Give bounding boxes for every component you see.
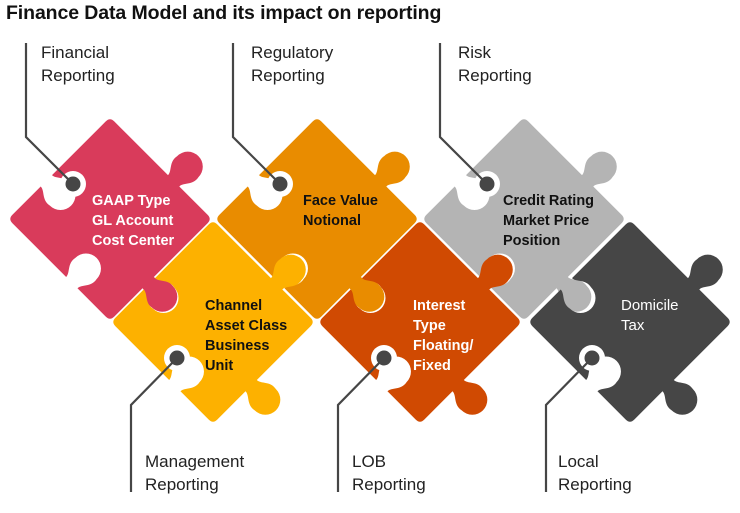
lob-connector-dot [376,350,392,366]
financial-puzzle-piece [10,119,210,319]
regulatory-puzzle-piece [217,119,417,319]
local-puzzle-piece [530,222,730,422]
regulatory-connector-line [231,43,281,185]
risk-puzzle-piece [424,119,624,319]
financial-connector-dot [65,176,81,192]
management-connector-line [129,357,178,492]
local-connector-line [544,357,593,492]
diagram-title: Finance Data Model and its impact on rep… [6,2,442,24]
lob-connector-line [336,357,385,492]
risk-connector-line [438,43,488,185]
financial-connector-line [24,43,74,185]
risk-connector-dot [479,176,495,192]
regulatory-connector-dot [272,176,288,192]
local-connector-dot [584,350,600,366]
management-connector-dot [169,350,185,366]
